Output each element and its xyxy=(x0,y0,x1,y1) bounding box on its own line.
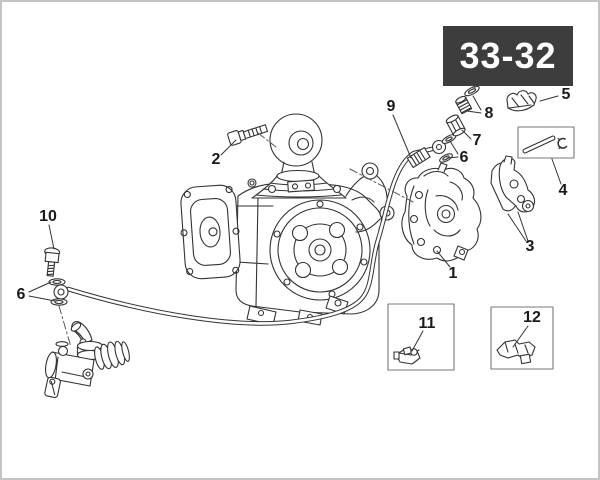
axis-dash-dot-lines xyxy=(58,132,414,348)
hose-banjo-eye-left xyxy=(53,284,69,300)
clip-12-box xyxy=(490,306,554,370)
callout-7: 7 xyxy=(472,132,482,149)
washer-6-upper-left xyxy=(48,278,66,286)
callout-3: 3 xyxy=(525,238,535,255)
bolt-2-drawing xyxy=(227,124,269,146)
fitting-7-drawing xyxy=(445,114,466,137)
callout-8: 8 xyxy=(484,105,494,122)
callout-11: 11 xyxy=(418,315,436,332)
callout-2: 2 xyxy=(211,151,221,168)
callout-6-master: 6 xyxy=(16,286,26,303)
engine-assembly-drawing xyxy=(180,113,395,326)
master-cylinder-drawing xyxy=(44,321,130,399)
callout-12: 12 xyxy=(523,309,541,326)
banjo-bolt-10-drawing xyxy=(44,247,61,277)
spring-clip-drawing xyxy=(506,90,537,112)
callout-10: 10 xyxy=(39,208,57,225)
callout-leader-lines xyxy=(28,95,562,352)
washer-6-lower-left xyxy=(50,298,68,306)
hose-bolt-and-washers-left xyxy=(44,247,69,306)
callout-1: 1 xyxy=(448,265,458,282)
callout-9: 9 xyxy=(386,98,396,115)
callout-5: 5 xyxy=(561,86,571,103)
pad-pin-kit-box xyxy=(517,126,575,159)
callout-4: 4 xyxy=(558,182,568,199)
brake-pads-drawing xyxy=(490,155,536,213)
brake-caliper-drawing xyxy=(401,162,482,262)
callout-6-caliper: 6 xyxy=(459,149,469,166)
brake-hose-drawing xyxy=(65,139,447,326)
page-code-badge: 33-32 xyxy=(443,26,573,86)
clip-11-box xyxy=(387,303,455,371)
